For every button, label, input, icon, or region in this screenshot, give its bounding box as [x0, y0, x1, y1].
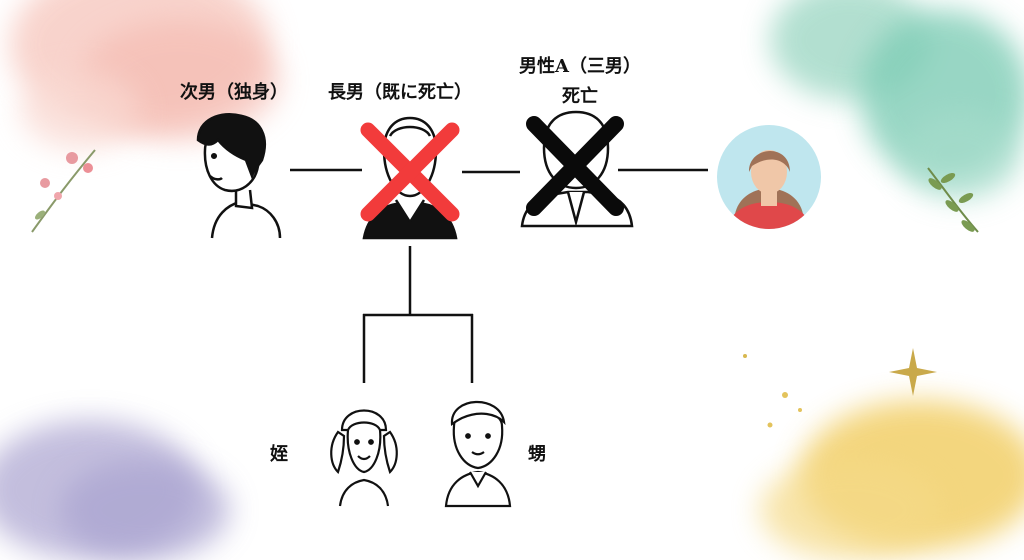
sparkle-icon — [743, 348, 937, 428]
label-male-a: 男性A（三男） 死亡 — [510, 52, 650, 108]
boy-icon — [444, 400, 512, 508]
label-second-son: 次男（独身） — [180, 82, 288, 103]
red-cross-icon — [360, 122, 460, 222]
black-cross-icon — [526, 116, 624, 216]
label-niece: 姪 — [270, 444, 288, 465]
label-eldest-son: 長男（既に死亡） — [328, 82, 472, 103]
leaf-icon — [927, 167, 979, 233]
flower-icon — [31, 149, 96, 233]
label-nephew: 甥 — [528, 444, 546, 465]
label-male-a-line1: 男性A（三男） — [519, 56, 641, 77]
man-icon — [196, 113, 282, 239]
label-male-a-line2: 死亡 — [562, 86, 598, 107]
diagram-canvas — [31, 110, 979, 508]
girl-icon — [330, 409, 398, 507]
woman-avatar-icon — [717, 125, 821, 229]
